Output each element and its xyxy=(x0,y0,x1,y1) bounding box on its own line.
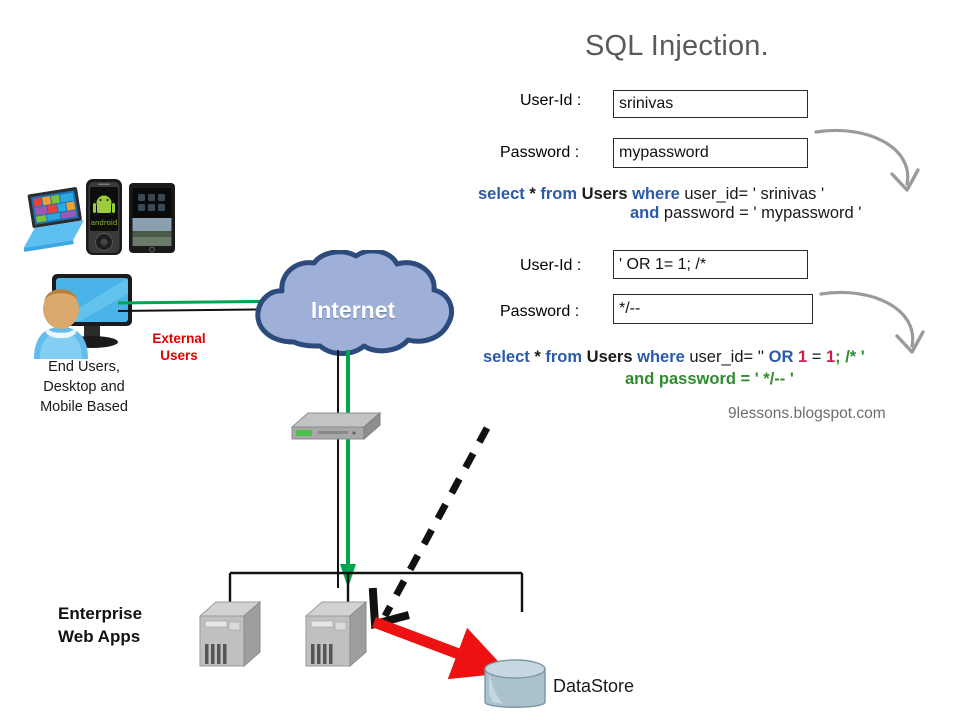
sql-inj-kw-from: from xyxy=(545,348,583,366)
enterprise-web-apps-label: Enterprise Web Apps xyxy=(58,602,188,648)
sql-inj-userid-fragment: user_id= '' xyxy=(684,348,769,366)
sql-inj-number-left: 1 xyxy=(793,348,812,366)
enterprise-line-1: Enterprise xyxy=(58,604,143,623)
password-input-injected[interactable]: */-- xyxy=(613,294,813,324)
sql-inj-password-word: password xyxy=(654,370,741,388)
enterprise-line-2: Web Apps xyxy=(58,627,141,646)
userid-label-injected: User-Id : xyxy=(520,257,582,274)
sql-injected-line1: select * from Users where user_id= '' OR… xyxy=(483,348,865,367)
sql-inj-kw-where: where xyxy=(637,348,685,366)
sql-injected-line2: and password = ' */-- ' xyxy=(625,370,794,389)
external-users-line-1: External xyxy=(152,331,206,346)
sql-inj-star: * xyxy=(529,348,546,366)
attacker-injection-arrow xyxy=(368,426,491,630)
sql-table-users: Users xyxy=(577,185,633,203)
sql-kw-where: where xyxy=(632,185,680,203)
end-users-line-1: End Users, xyxy=(48,359,120,375)
password-label-normal: Password : xyxy=(500,144,580,161)
svg-text:android: android xyxy=(91,219,118,227)
web-server-2-icon xyxy=(304,600,368,668)
sql-star: * xyxy=(524,185,541,203)
sql-inj-table-users: Users xyxy=(582,348,638,366)
internet-cloud-icon xyxy=(255,250,454,356)
external-users-label: External Users xyxy=(134,330,224,364)
userid-input-normal[interactable]: srinivas xyxy=(613,90,808,118)
sql-inj-comment-tail: ; /* ' xyxy=(835,348,865,366)
end-user-avatar-icon xyxy=(34,289,88,359)
sql-inj-kw-and: and xyxy=(625,370,655,388)
curved-arrow-icon-injected xyxy=(819,290,925,354)
web-server-1-icon xyxy=(198,600,262,668)
sql-normal-predicate: user_id= ' srinivas ' xyxy=(679,185,825,203)
sql-normal-line2: and password = ' mypassword ' xyxy=(630,204,861,223)
android-phone-icon: android xyxy=(86,179,122,255)
site-watermark: 9lessons.blogspot.com xyxy=(728,405,886,422)
sql-kw-from: from xyxy=(540,185,578,203)
sql-inj-equals: = xyxy=(811,348,826,366)
network-switch-icon xyxy=(290,411,382,441)
sql-inj-kw-or: OR xyxy=(768,348,794,366)
external-users-line-2: Users xyxy=(160,348,198,363)
ipad-tablet-icon xyxy=(129,183,175,253)
sql-normal-line1: select * from Users where user_id= ' sri… xyxy=(478,185,824,204)
password-label-injected: Password : xyxy=(500,303,580,320)
page-title: SQL Injection. xyxy=(585,30,769,62)
end-users-line-2: Desktop and xyxy=(43,379,125,395)
curved-arrow-icon-normal xyxy=(814,128,920,192)
sql-normal-password-predicate: password = ' mypassword ' xyxy=(659,204,862,222)
sql-kw-select: select xyxy=(478,185,525,203)
end-users-line-3: Mobile Based xyxy=(40,399,128,415)
database-access-arrow xyxy=(372,616,509,680)
userid-label-normal: User-Id : xyxy=(520,92,582,109)
end-users-label: End Users, Desktop and Mobile Based xyxy=(14,357,154,417)
sql-kw-and: and xyxy=(630,204,660,222)
sql-inj-kw-select: select xyxy=(483,348,530,366)
surface-tablet-icon xyxy=(23,187,85,252)
sql-inj-number-right: 1 xyxy=(825,348,836,366)
datastore-cylinder-icon xyxy=(484,659,546,708)
userid-input-injected[interactable]: ' OR 1= 1; /* xyxy=(613,250,808,279)
password-input-normal[interactable]: mypassword xyxy=(613,138,808,168)
sql-inj-password-value: = ' */-- ' xyxy=(740,370,794,388)
datastore-label: DataStore xyxy=(553,676,635,696)
